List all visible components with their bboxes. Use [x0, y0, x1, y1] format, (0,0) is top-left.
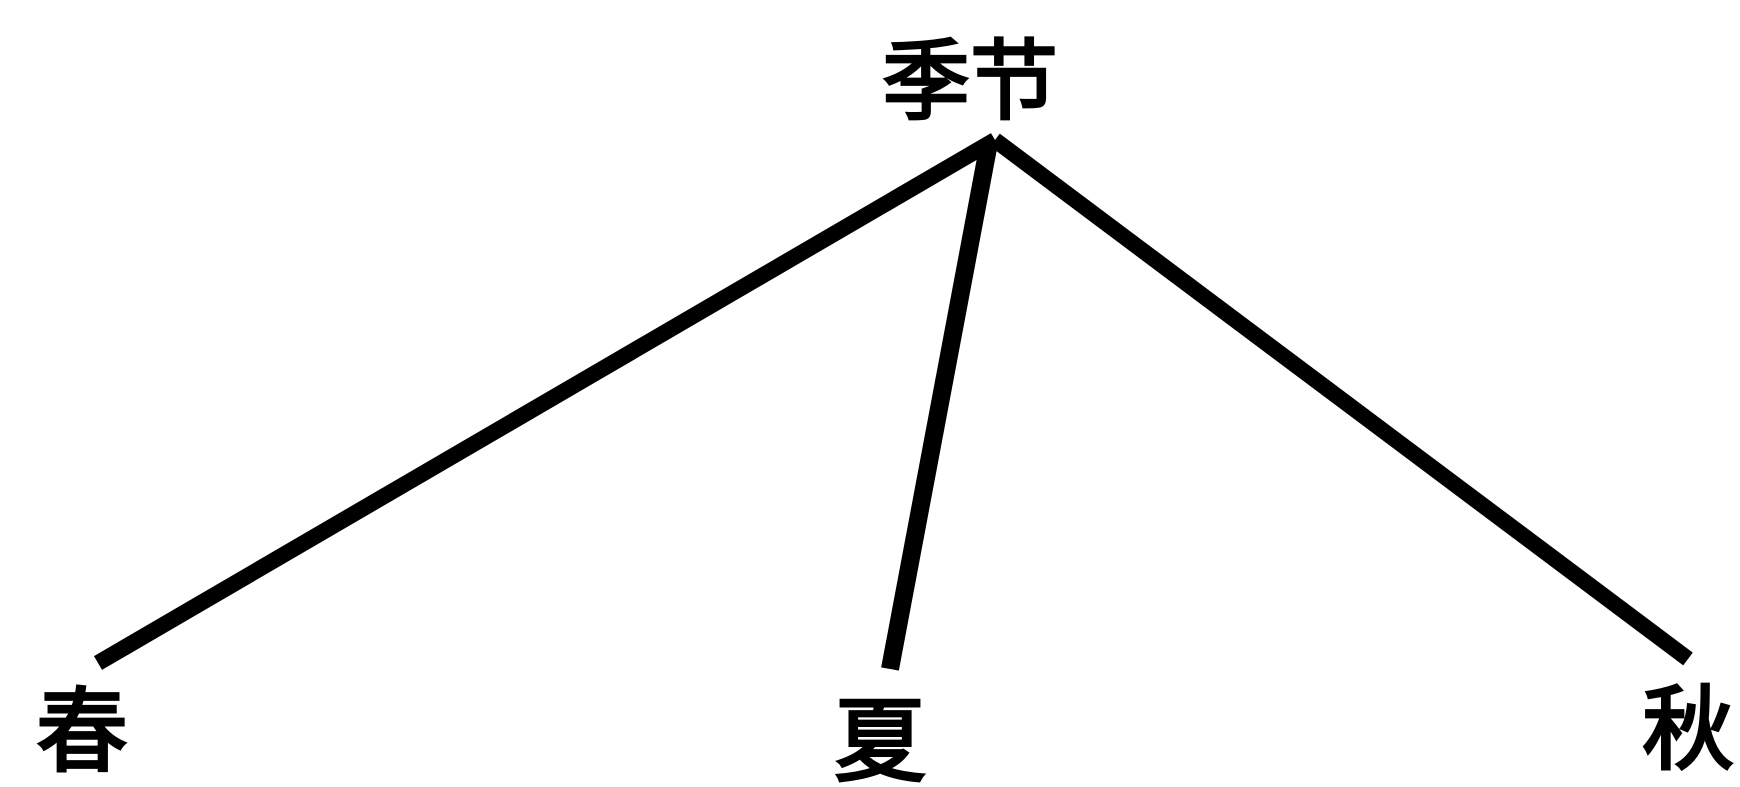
- edge-root-to-spring: [93, 133, 1000, 670]
- child-label-summer: 夏: [834, 688, 927, 787]
- edge-root-to-autumn: [990, 133, 1693, 666]
- nodes: 季节 春 夏 秋: [36, 30, 1734, 787]
- edge-root-to-summer: [881, 146, 997, 671]
- child-label-spring: 春: [36, 678, 128, 785]
- child-label-autumn: 秋: [1642, 676, 1734, 783]
- root-label: 季节: [882, 30, 1058, 133]
- edges: [93, 133, 1693, 671]
